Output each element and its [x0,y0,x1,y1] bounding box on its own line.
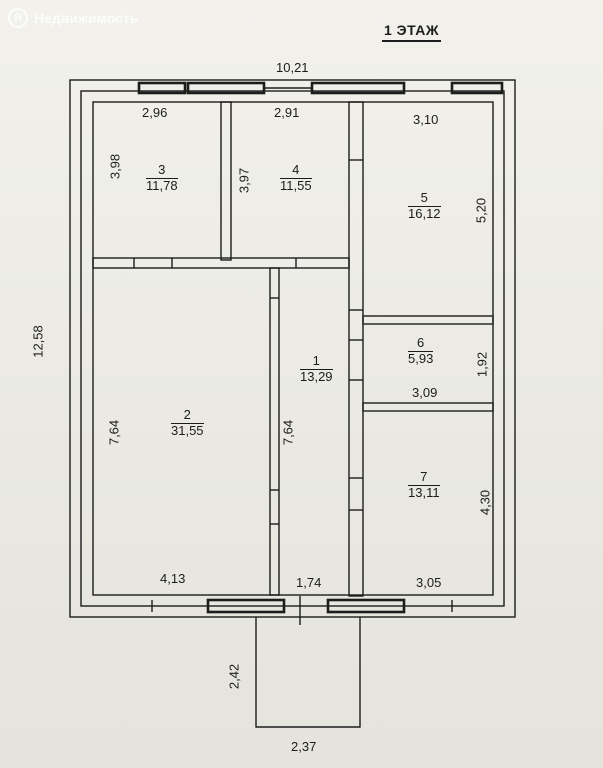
dim-room5-width: 3,10 [413,112,439,127]
dim-overall-width: 10,21 [276,60,309,75]
dim-room4-height: 3,97 [236,167,252,194]
room-area: 11,78 [146,177,178,193]
dim-room7-width: 3,05 [416,575,442,590]
room-2-label: 2 31,55 [171,407,204,439]
porch-outline [255,617,361,728]
room-number: 1 [300,353,333,370]
room-area: 31,55 [171,422,204,438]
room-3-label: 3 11,78 [146,162,178,194]
room-7-label: 7 13,11 [408,469,440,501]
brand-logo-icon: Я [8,8,28,28]
room-area: 13,11 [408,484,440,500]
room-area: 13,29 [300,368,333,384]
dim-room2-height: 7,64 [106,419,122,446]
outer-wall-middle [80,90,505,607]
room-number: 3 [146,162,178,179]
dim-room3-width: 2,96 [142,105,168,120]
wall-corridor-east [348,101,364,597]
window-bottom-1 [206,598,286,614]
room-number: 5 [408,190,441,207]
dim-room6-height: 1,92 [474,351,490,378]
room-5-label: 5 16,12 [408,190,441,222]
window-bottom-2 [326,598,406,614]
window-top-1 [137,81,187,95]
outer-wall-outer [69,79,516,618]
room-area: 11,55 [280,177,312,193]
floor-title-text: 1 ЭТАЖ [384,22,440,38]
wall-room2-room1 [269,267,280,596]
dim-room3-height: 3,98 [107,153,123,180]
dim-room5-height: 5,20 [473,197,489,224]
room-area: 5,93 [408,350,434,366]
dim-room7-height: 4,30 [477,489,493,516]
room-4-label: 4 11,55 [280,162,312,194]
room-number: 7 [408,469,440,486]
dim-overall-height: 12,58 [30,325,46,358]
room-number: 6 [408,335,434,352]
watermark-text: Недвижимость [34,10,139,26]
watermark: Я Недвижимость [8,8,138,28]
dim-room6-width: 3,09 [412,385,438,400]
outer-wall-inner [92,101,494,596]
dim-room1-height: 7,64 [280,419,296,446]
floor-title: 1 ЭТАЖ [382,22,442,42]
wall-room6-room7 [362,402,494,412]
window-top-4 [450,81,504,95]
floor-title-underline [382,40,442,42]
dim-porch-height: 2,42 [226,663,242,690]
dim-room4-width: 2,91 [274,105,300,120]
dim-room1-width: 1,74 [296,575,322,590]
wall-rooms-upper-lower [92,257,350,269]
wall-room5-room6 [362,315,494,325]
room-number: 4 [280,162,312,179]
room-number: 2 [171,407,204,424]
room-1-label: 1 13,29 [300,353,333,385]
wall-room3-room4 [220,101,232,261]
room-area: 16,12 [408,205,441,221]
dim-porch-width: 2,37 [291,739,317,754]
room-6-label: 6 5,93 [408,335,434,367]
dim-room2-width: 4,13 [160,571,186,586]
